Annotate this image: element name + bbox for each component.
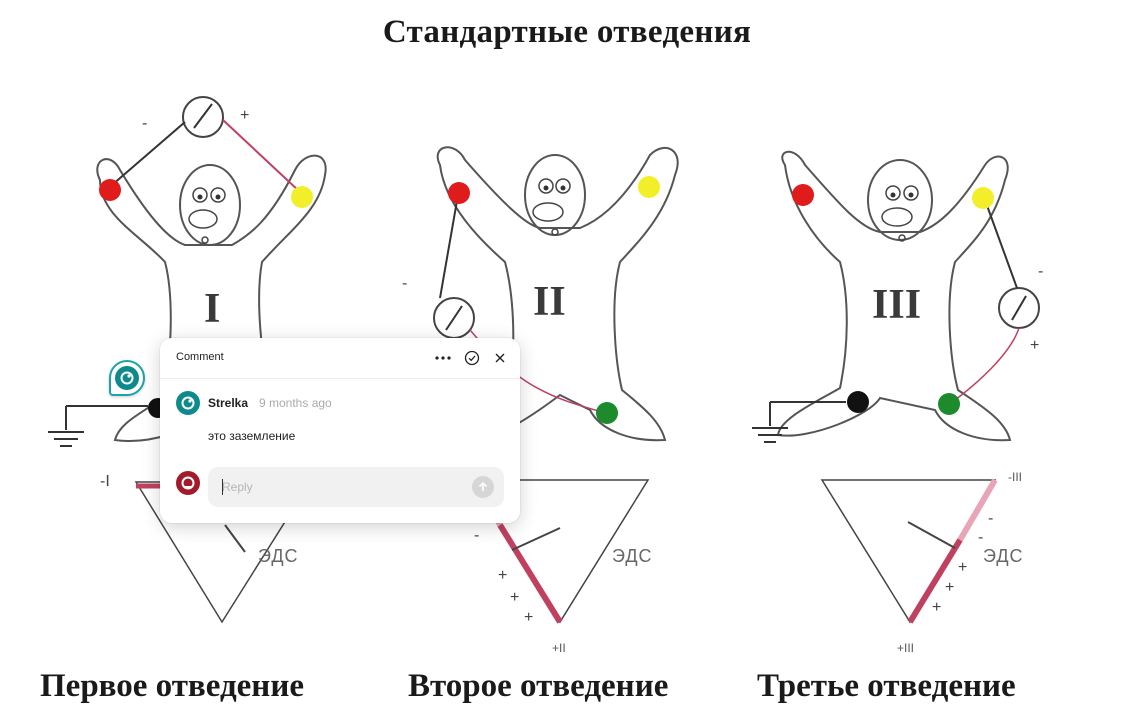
einthoven-triangle-3: -III ЭДС - - + + + +III: [820, 470, 1024, 655]
sign-minus-g1: -: [142, 115, 147, 132]
sign-minus-g2: -: [402, 275, 407, 292]
sign-plus-g3: +: [1030, 337, 1039, 354]
emf-label-2: ЭДС: [612, 546, 653, 566]
text-caret: [222, 479, 223, 495]
resolve-check-icon: [464, 350, 480, 366]
triangle-3-pos-label: +III: [897, 641, 914, 655]
lead-numeral-3: III: [872, 282, 921, 328]
ground-symbol-3: [752, 401, 846, 443]
commenter-avatar-icon: [115, 366, 139, 390]
comment-popup: Comment Strelka 9 months ago это заземле…: [160, 338, 520, 523]
reply-input[interactable]: [222, 478, 462, 496]
sign-minus-t3a: -: [988, 510, 993, 527]
send-reply-button[interactable]: [472, 476, 494, 498]
sign-plus-t2a: +: [498, 567, 507, 584]
reply-user-avatar: [176, 471, 200, 495]
sign-plus-t3b: +: [945, 579, 954, 596]
comment-popup-header: Comment: [160, 338, 520, 379]
triangle-3-label: -III: [1008, 470, 1022, 484]
sign-plus-t2b: +: [510, 589, 519, 606]
triangle-2-label: +II: [552, 641, 566, 655]
sign-minus-g3: -: [1038, 263, 1043, 280]
electrode-yellow-1: [291, 186, 313, 208]
avatar-icon: [181, 396, 195, 410]
emf-label-1: ЭДС: [258, 546, 299, 566]
figure-1-face: [188, 187, 226, 244]
figure-title: Стандартные отведения: [382, 14, 752, 50]
electrode-yellow-3: [972, 187, 994, 209]
emf-label-3: ЭДС: [983, 546, 1024, 566]
figure-3-face: [881, 185, 919, 242]
sign-plus-t2c: +: [524, 609, 533, 626]
sign-plus-t3a: +: [958, 559, 967, 576]
electrode-red-2: [448, 182, 470, 204]
lead-numeral-2: II: [533, 279, 566, 325]
comment-author-avatar: [176, 391, 200, 415]
close-button[interactable]: [490, 348, 510, 368]
more-options-button[interactable]: [433, 348, 453, 368]
sign-minus-t3b: -: [978, 529, 983, 546]
caption-lead-1: Первое отведение: [40, 668, 304, 704]
sign-plus-g1: +: [240, 107, 249, 124]
send-arrow-icon: [478, 481, 488, 491]
comment-marker-pin[interactable]: [109, 360, 145, 396]
electrode-green-3: [938, 393, 960, 415]
user-avatar-icon: [181, 476, 195, 490]
comment-author: Strelka: [208, 396, 249, 410]
lead-numeral-1: I: [204, 286, 220, 332]
electrode-green-2: [596, 402, 618, 424]
ground-symbol-1: [48, 405, 148, 447]
electrode-red-3: [792, 184, 814, 206]
electrode-black-3: [847, 391, 869, 413]
figure-2-face: [532, 178, 571, 236]
caption-lead-2: Второе отведение: [408, 668, 669, 704]
sign-plus-t3c: +: [932, 599, 941, 616]
close-icon: [495, 353, 505, 363]
galvanometer-1: - +: [111, 96, 301, 193]
more-icon: [435, 356, 451, 360]
reply-box: [208, 467, 504, 507]
galvanometer-3: - +: [954, 199, 1043, 401]
comment-time: 9 months ago: [259, 396, 332, 410]
sign-minus-t2: -: [474, 527, 479, 544]
electrode-yellow-2: [638, 176, 660, 198]
comment-text: это заземление: [208, 429, 296, 443]
triangle-1-label: -I: [100, 473, 110, 490]
electrode-red-1: [99, 179, 121, 201]
caption-lead-3: Третье отведение: [757, 668, 1016, 704]
comment-popup-title: Comment: [176, 351, 224, 363]
resolve-button[interactable]: [462, 348, 482, 368]
